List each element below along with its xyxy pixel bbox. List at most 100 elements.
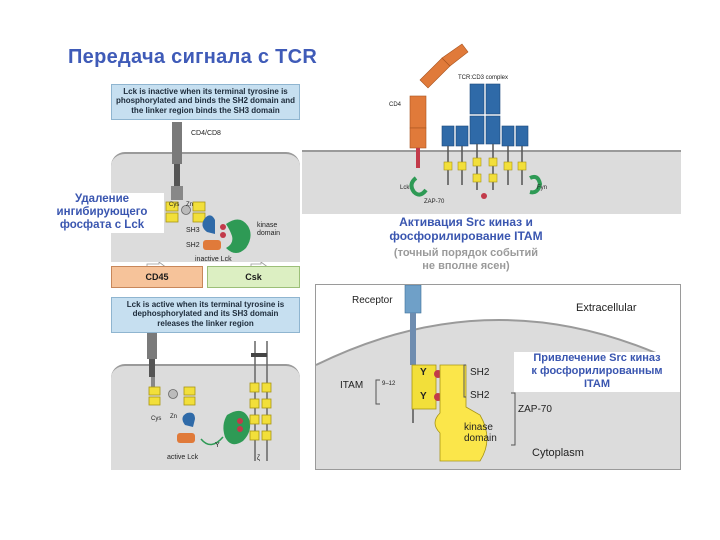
spacing-label: 9–12 — [382, 381, 396, 387]
cys-box — [183, 386, 196, 396]
recruitment-callout: Привлечение Src киназ к фосфорилированны… — [514, 352, 680, 392]
itam-box — [517, 161, 527, 171]
cys-label: Cys — [169, 202, 180, 208]
cd4-label: CD4 — [389, 102, 402, 108]
cd3-chain — [501, 125, 515, 147]
receptor-extracellular — [404, 285, 422, 314]
lck-label: Lck — [400, 185, 410, 191]
phosphate — [220, 224, 226, 230]
kinase-label-line-1: kinase — [257, 222, 278, 229]
itam-box — [443, 161, 453, 171]
tcr-chain — [485, 115, 501, 145]
itam-box — [261, 414, 272, 425]
zn-label: Zn — [170, 414, 178, 420]
cys-box — [165, 212, 179, 223]
removal-line-2: ингибирующего — [56, 206, 148, 219]
coreceptor-stalk — [172, 122, 182, 164]
kinase-domain-label: kinase domain — [257, 222, 280, 237]
activation-note-line-1: (точный порядок событий — [393, 247, 539, 259]
removal-line-1: Удаление — [74, 193, 130, 205]
cys-box — [148, 386, 161, 396]
itam-box — [249, 382, 260, 393]
coreceptor-tail — [151, 377, 155, 387]
csk-box: Csk — [207, 266, 300, 288]
tcr-chain — [469, 83, 485, 115]
zap70-kinase-label: kinase domain — [464, 422, 497, 444]
itam-box — [472, 173, 482, 183]
slide-title: Передача сигнала с TCR — [68, 46, 318, 68]
zeta-transmembrane — [251, 353, 267, 357]
sh2-label: SH2 — [470, 390, 490, 401]
zap70-small-label: ZAP-70 — [424, 199, 445, 205]
kinase-domain — [223, 410, 251, 445]
itam-box — [488, 173, 498, 183]
tcr-chain — [485, 83, 501, 115]
zap70-protein — [434, 364, 488, 462]
lck-kinase — [409, 176, 428, 197]
cys-label: Cys — [151, 416, 162, 422]
zinc-ion — [168, 389, 178, 399]
activation-callout: Активация Src киназ и фосфорилирование I… — [354, 215, 578, 244]
itam-box — [488, 157, 498, 167]
cys-box — [192, 201, 206, 212]
lck-regulation-panel: Lck is inactive when its terminal tyrosi… — [111, 84, 300, 470]
zn-label: Zn — [186, 202, 194, 208]
itam-box — [261, 398, 272, 409]
linker-region — [200, 436, 224, 446]
recruitment-line-3: ITAM — [583, 378, 611, 391]
cys-box — [192, 212, 206, 223]
cys-box — [148, 396, 161, 406]
fyn-label: Fyn — [537, 185, 548, 191]
itam-box — [249, 398, 260, 409]
y-label: Y — [215, 442, 220, 449]
recruitment-line-1: Привлечение Src киназ — [533, 352, 661, 364]
cd3-chain — [441, 125, 455, 147]
active-note-line-3: releases the linker region — [157, 318, 254, 328]
activation-note: (точный порядок событий не вполне ясен) — [354, 247, 578, 273]
removal-line-3: фосфата с Lck — [59, 219, 145, 232]
extracellular-label: Extracellular — [576, 302, 637, 314]
phosphate — [481, 193, 487, 199]
zap70-bracket — [511, 392, 516, 446]
inactive-note-line-1: Lck is inactive when its terminal tyrosi… — [123, 87, 288, 96]
cd3-chain — [515, 125, 529, 147]
active-lck-drawing — [147, 333, 272, 461]
itam-box — [249, 414, 260, 425]
cd4-domain — [409, 127, 427, 149]
cys-box — [183, 396, 196, 406]
removal-callout: Удаление ингибирующего фосфата с Lck — [40, 193, 164, 233]
inactive-note-line-3: the linker region binds the SH3 domain — [131, 105, 280, 115]
y-label: Y — [420, 391, 427, 402]
activation-line-1: Активация Src киназ и — [399, 215, 533, 229]
fyn-kinase — [529, 174, 543, 195]
cd3-chain — [455, 125, 469, 147]
sh2-label: SH2 — [186, 242, 200, 249]
sh2-bracket — [463, 364, 466, 398]
tcr-chain — [469, 115, 485, 145]
coreceptor-transmembrane — [174, 164, 180, 186]
cd4-domain — [419, 57, 451, 89]
y-label: Y — [420, 367, 427, 378]
recruitment-line-2: к фосфорилированным — [531, 365, 663, 378]
itam-box — [457, 161, 467, 171]
active-note-line-1: Lck is active when its terminal tyrosine… — [126, 300, 285, 309]
receptor-transmembrane — [410, 313, 416, 365]
sh2-domain — [203, 240, 221, 250]
phosphate — [237, 426, 243, 432]
kinase-domain — [226, 219, 251, 253]
sh2-label: SH2 — [470, 367, 490, 378]
cytoplasm-label: Cytoplasm — [532, 447, 584, 459]
coreceptor-tail — [171, 186, 183, 200]
zeta-label: ζ — [257, 455, 261, 462]
itam-label: ITAM — [340, 380, 364, 391]
cd4-domain — [441, 43, 469, 67]
itam-bracket — [375, 379, 380, 405]
activation-line-2: фосфорилирование ITAM — [389, 229, 543, 244]
activation-note-line-2: не вполне ясен) — [422, 260, 510, 273]
zap70-label: ZAP-70 — [518, 404, 552, 415]
sh3-domain — [182, 412, 195, 427]
cd4-transmembrane — [416, 148, 420, 168]
inactive-lck-label: inactive Lck — [195, 256, 232, 263]
zap-kinase-line-1: kinase — [464, 422, 493, 433]
receptor-label: Receptor — [352, 295, 393, 306]
